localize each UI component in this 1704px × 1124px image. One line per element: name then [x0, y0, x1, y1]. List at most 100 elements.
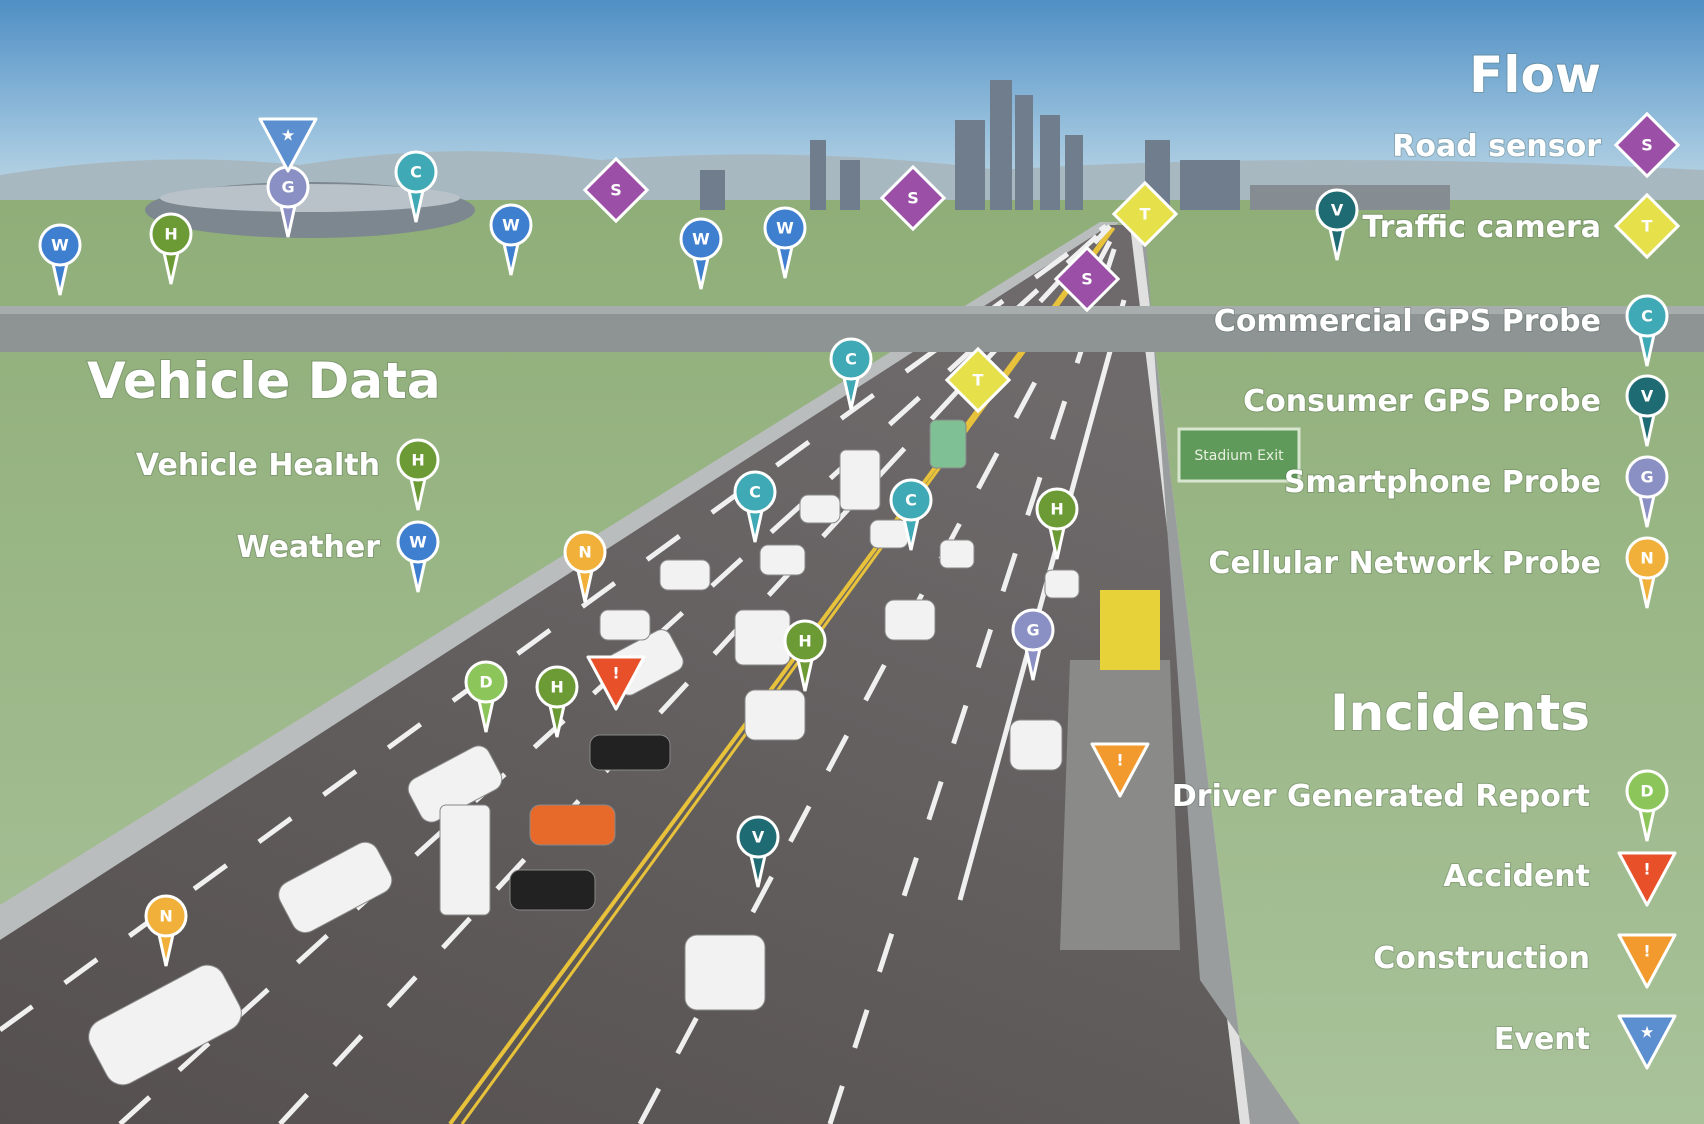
marker-letter: G [1640, 468, 1653, 487]
diamond-shape [1613, 192, 1681, 260]
pin-head [763, 206, 807, 250]
legend-label: Smartphone Probe [1284, 465, 1601, 500]
scene-marker-pin-w-icon: W [38, 223, 82, 296]
scene-marker-triangle-event-icon: ★ [258, 117, 318, 173]
traffic-camera-icon: T [1613, 192, 1681, 260]
cellular-network-probe-icon: N [1625, 536, 1669, 609]
weather-icon: W [396, 520, 440, 593]
legend-label: Cellular Network Probe [1208, 546, 1601, 581]
pin-head [1011, 608, 1055, 652]
pin-head [1625, 374, 1669, 418]
incidents-legend-item: Event ★ [1493, 1014, 1677, 1070]
pin-head [679, 217, 723, 261]
diamond-shape [582, 156, 650, 224]
scene-marker-pin-n-icon: N [563, 530, 607, 603]
flow-legend-item: Consumer GPS Probe V [1242, 374, 1669, 447]
scene-marker-pin-h-icon: H [535, 665, 579, 738]
pin-head [144, 894, 188, 938]
legend-label: Construction [1373, 941, 1590, 976]
diamond-shape [1613, 111, 1681, 179]
marker-letter: W [692, 230, 710, 249]
legend-label: Driver Generated Report [1172, 779, 1590, 814]
marker-letter: S [907, 189, 919, 208]
scene-marker-pin-c-icon: C [733, 470, 777, 543]
pin-head [396, 438, 440, 482]
legend-label: Traffic camera [1362, 210, 1601, 245]
construction-icon: ! [1617, 933, 1677, 989]
scene-marker-diamond-t-icon: T [1111, 180, 1179, 248]
vehicle-data-legend-item: Weather W [236, 520, 440, 593]
marker-letter: G [1026, 621, 1039, 640]
marker-letter: C [1641, 307, 1653, 326]
vehicle-health-icon: H [396, 438, 440, 511]
scene-marker-pin-n-icon: N [144, 894, 188, 967]
scene-marker-pin-g-icon: G [1011, 608, 1055, 681]
marker-letter: W [409, 533, 427, 552]
marker-letter: H [164, 225, 177, 244]
pin-head [1035, 487, 1079, 531]
scene-marker-diamond-t-icon: T [944, 346, 1012, 414]
marker-letter: C [845, 350, 857, 369]
marker-letter: S [610, 181, 622, 200]
marker-letter: T [1642, 217, 1653, 236]
marker-letter: C [410, 163, 422, 182]
marker-letter: H [550, 678, 563, 697]
marker-letter: V [752, 828, 765, 847]
triangle-shape [586, 655, 646, 711]
stadium-exit-sign: Stadium Exit [1177, 427, 1301, 483]
flow-legend-item: Commercial GPS Probe C [1213, 294, 1669, 367]
driver-generated-report-icon: D [1625, 769, 1669, 842]
legend-label: Event [1494, 1022, 1590, 1057]
diamond-shape [944, 346, 1012, 414]
marker-letter: C [905, 491, 917, 510]
legend-label: Commercial GPS Probe [1214, 304, 1601, 339]
smartphone-probe-icon: G [1625, 455, 1669, 528]
pin-head [736, 815, 780, 859]
scene-marker-pin-v-icon: V [736, 815, 780, 888]
scene-marker-pin-w-icon: W [489, 203, 533, 276]
pin-head [1625, 769, 1669, 813]
triangle-shape [258, 117, 318, 173]
pin-head [489, 203, 533, 247]
road-sensor-icon: S [1613, 111, 1681, 179]
scene-marker-pin-h-icon: H [1035, 487, 1079, 560]
right-wall [1140, 225, 1300, 1124]
marker-letter: T [1140, 205, 1151, 224]
pin-head [1625, 294, 1669, 338]
triangle-shape [1617, 1014, 1677, 1070]
marker-letter: V [1641, 387, 1654, 406]
scene-marker-triangle-alert-icon: ! [586, 655, 646, 711]
scene-marker-pin-h-icon: H [783, 619, 827, 692]
marker-letter: V [1331, 201, 1344, 220]
marker-letter: H [798, 632, 811, 651]
stadium-exit-sign-text: Stadium Exit [1194, 448, 1284, 464]
marker-letter: ★ [281, 126, 295, 145]
flow-legend-item: Smartphone Probe G [1283, 455, 1669, 528]
marker-letter: ! [1643, 942, 1650, 961]
marker-letter: W [776, 219, 794, 238]
triangle-shape [1617, 933, 1677, 989]
marker-letter: S [1081, 270, 1093, 289]
vehicle-data-title: Vehicle Data [87, 352, 441, 410]
legend-label: Weather [237, 530, 381, 565]
accident-icon: ! [1617, 851, 1677, 907]
event-icon: ★ [1617, 1014, 1677, 1070]
marker-letter: ! [1116, 751, 1123, 770]
incidents-legend-item: Accident! [1442, 851, 1677, 907]
diamond-shape [879, 164, 947, 232]
marker-letter: W [502, 216, 520, 235]
marker-letter: N [159, 907, 172, 926]
scene-marker-pin-d-icon: D [464, 660, 508, 733]
consumer-gps-probe-icon: V [1625, 374, 1669, 447]
pin-head [829, 337, 873, 381]
marker-letter: N [578, 543, 591, 562]
flow-legend-item: Traffic camera T [1361, 192, 1681, 260]
legend-label: Consumer GPS Probe [1243, 384, 1601, 419]
incidents-legend-item: Construction! [1372, 933, 1677, 989]
pin-head [535, 665, 579, 709]
pin-head [464, 660, 508, 704]
